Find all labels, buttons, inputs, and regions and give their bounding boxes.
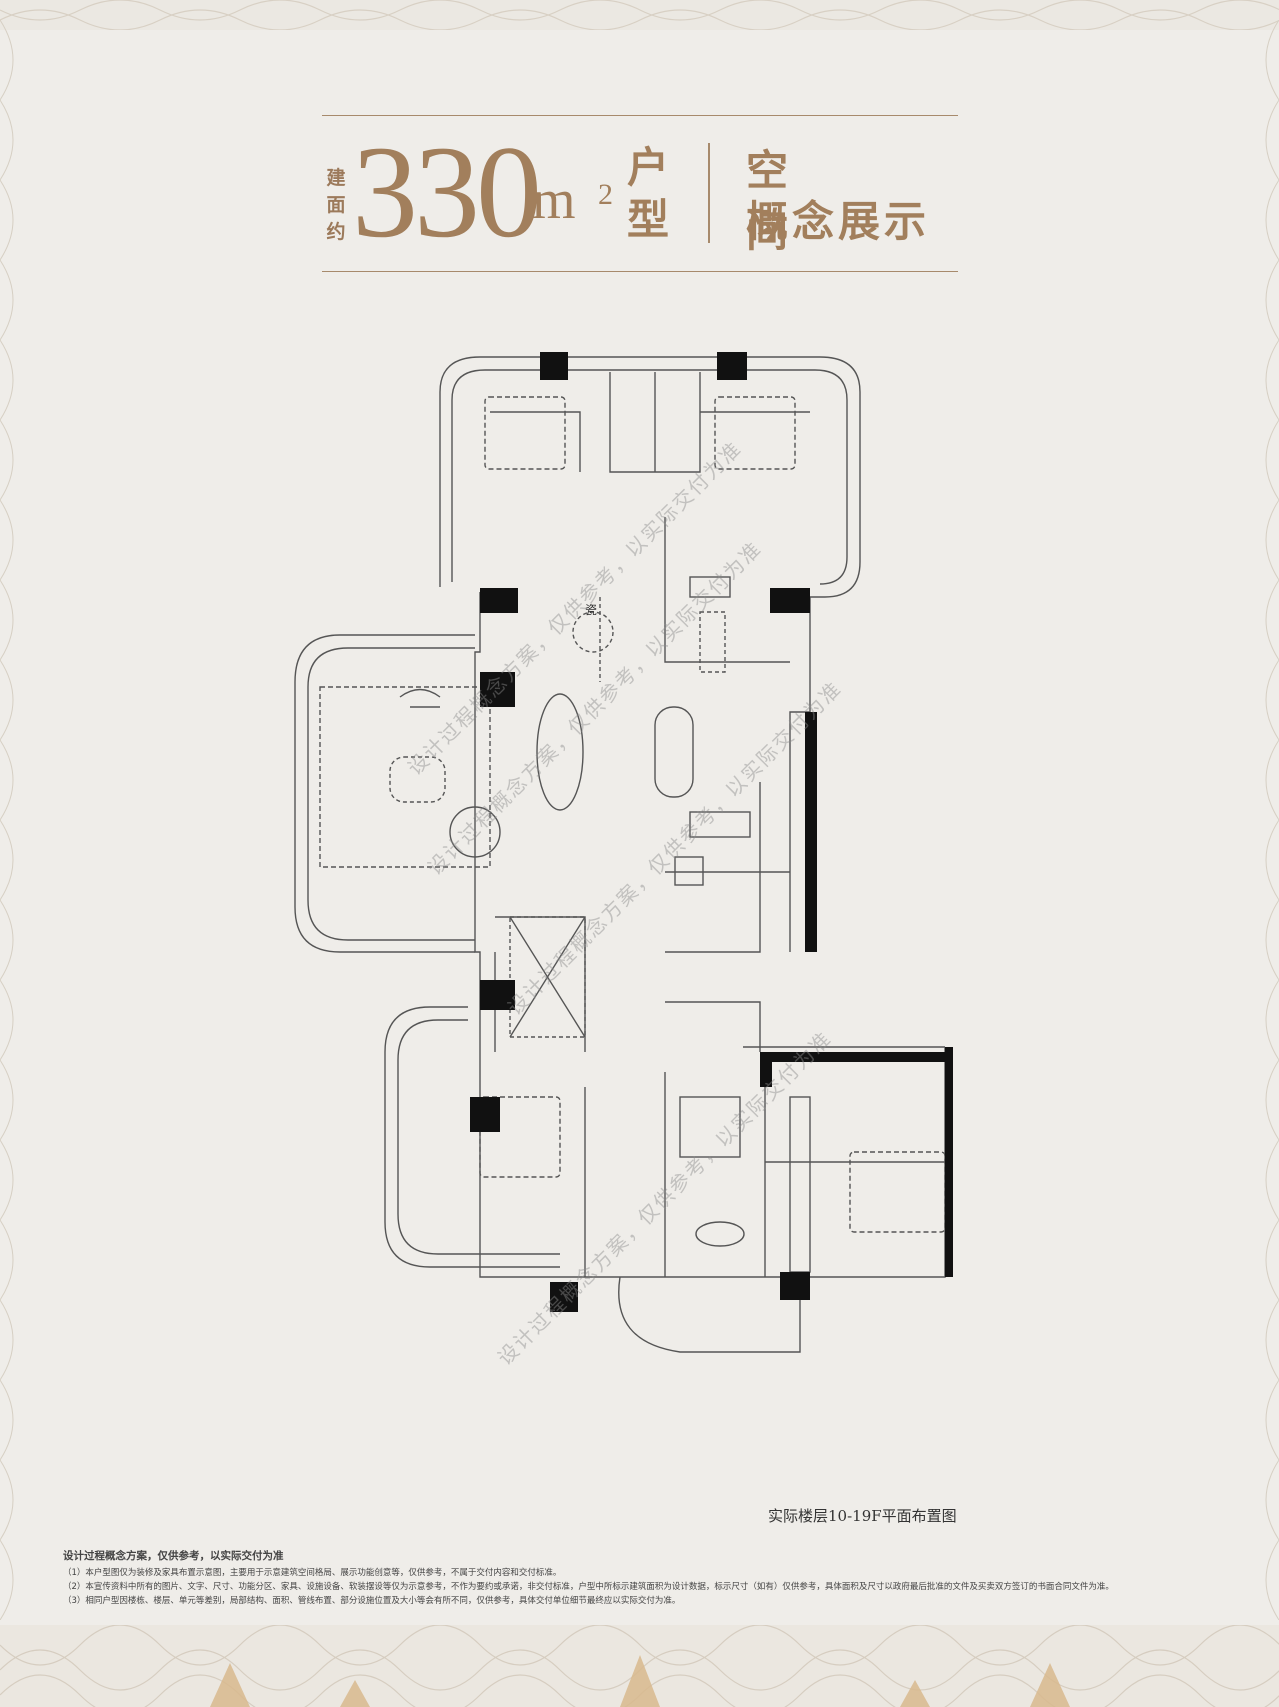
unit-type-char: 型: [627, 195, 670, 244]
note-item: （1）本户型图仅为装修及家具布置示意图，主要用于示意建筑空间格局、展示功能创意等…: [63, 1568, 562, 1578]
unit-type-char: 户: [627, 143, 670, 192]
column: [760, 1052, 945, 1062]
column: [780, 1272, 810, 1300]
floor-plan: 瓷: [294, 352, 953, 1353]
column: [760, 1062, 772, 1087]
top-decorative-pattern: [0, 0, 1279, 30]
column: [480, 980, 515, 1010]
column: [480, 588, 518, 613]
column: [550, 1282, 578, 1312]
concept-title-line2: 概念展示: [746, 197, 931, 246]
column: [480, 672, 515, 707]
column: [805, 712, 817, 952]
area-unit: m: [532, 169, 576, 231]
dining-table: [536, 693, 584, 811]
area-label-char: 约: [326, 221, 346, 243]
title-block: 建 面 约 330 m 2 户 型 空间 概念展示: [322, 115, 958, 273]
notes-title: 设计过程概念方案，仅供参考，以实际交付为准: [63, 1550, 284, 1562]
left-decorative-pattern: [0, 20, 14, 1620]
right-decorative-pattern: [1265, 20, 1279, 1620]
plan-caption: 实际楼层10-19F平面布置图: [768, 1507, 957, 1525]
bed-top-right: [714, 396, 796, 470]
living-rug: [319, 686, 491, 868]
bed-top-left: [484, 396, 566, 470]
title-divider: [708, 143, 710, 243]
room-text: 瓷: [585, 603, 597, 617]
bottom-decorative-pattern: [0, 1625, 1279, 1707]
note-item: （3）相同户型因楼栋、楼层、单元等差别，局部结构、面积、管线布置、部分设施位置及…: [63, 1596, 681, 1606]
disclaimer-notes: 设计过程概念方案，仅供参考，以实际交付为准 （1）本户型图仅为装修及家具布置示意…: [63, 1548, 1223, 1608]
title-top-rule: [322, 115, 958, 116]
area-value: 330: [352, 118, 542, 265]
column: [470, 1097, 500, 1132]
column: [945, 1047, 953, 1277]
bottom-wing-balcony: [384, 1006, 560, 1268]
column: [770, 588, 810, 613]
concept-title-line1: 空间: [746, 146, 879, 256]
bathtub: [695, 1221, 745, 1247]
top-wing-balcony: [439, 356, 861, 598]
title-bottom-rule: [322, 271, 958, 272]
bed-bottom-right: [849, 1151, 946, 1233]
kitchen-island: [654, 706, 694, 798]
unit-type-label: 户 型: [627, 142, 677, 246]
bed-bottom-left: [479, 1096, 561, 1178]
column: [540, 352, 568, 380]
area-label: 建 面 约: [322, 165, 350, 246]
column: [717, 352, 747, 380]
area-label-char: 建: [326, 167, 346, 189]
area-unit-superscript: 2: [598, 178, 613, 211]
note-item: （2）本宣传资料中所有的图片、文字、尺寸、功能分区、家具、设施设备、软装摆设等仅…: [63, 1582, 1114, 1592]
living-wing-balcony: [294, 634, 475, 953]
area-label-char: 面: [326, 194, 346, 216]
